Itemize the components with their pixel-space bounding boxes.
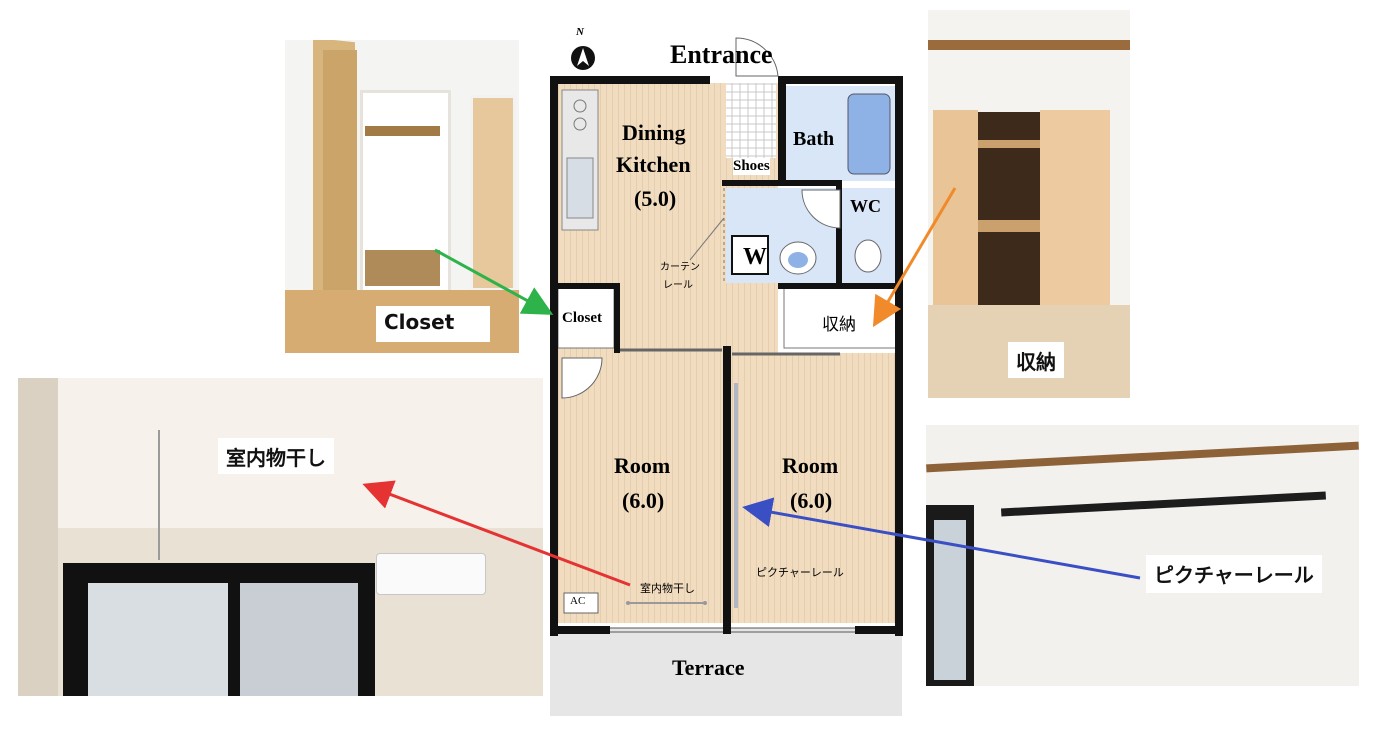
closet-callout: Closet — [376, 306, 490, 342]
closet-label: Closet — [562, 310, 602, 326]
drying-photo-left-wall — [18, 378, 58, 696]
entry-tiles — [726, 83, 776, 158]
curtain-rail-label-2: レール — [663, 280, 693, 291]
room-left-size: (6.0) — [622, 488, 665, 513]
shoes-label: Shoes — [733, 158, 770, 175]
stove-burner-1 — [573, 99, 587, 113]
drying-photo-glass-left — [88, 583, 228, 696]
bath-label: Bath — [793, 128, 835, 150]
drying-callout: 室内物干し — [218, 438, 334, 474]
drying-photo — [18, 378, 543, 696]
drying-rack-plan-label: 室内物干し — [640, 582, 695, 595]
drying-rack-end-2 — [703, 601, 707, 605]
closet-photo — [285, 40, 519, 353]
storage-photo-door-left — [933, 110, 978, 305]
stove-burner-2 — [573, 117, 587, 131]
closet-photo-closet-floor — [365, 250, 440, 286]
room-right-name: Room — [782, 453, 839, 478]
room-left-area — [558, 353, 723, 623]
ac-box — [563, 592, 599, 614]
dining-kitchen-name1: Dining — [622, 120, 686, 145]
drying-arrow — [362, 480, 631, 587]
kitchen-sink — [566, 157, 594, 219]
room-door-swing — [561, 357, 603, 399]
storage-photo-shelf-top — [978, 140, 1040, 148]
storage-photo-door-right — [1040, 110, 1110, 305]
bathtub — [847, 93, 891, 175]
closet-photo-door-face — [323, 50, 357, 320]
ac-label: AC — [570, 595, 586, 607]
drying-photo-aircon — [376, 553, 486, 595]
floor-plan — [550, 37, 903, 716]
wc-label: WC — [850, 196, 881, 216]
entrance-label: Entrance — [670, 40, 773, 69]
wash-door-swing — [801, 189, 841, 229]
toilet — [854, 239, 882, 273]
room-left-name: Room — [614, 453, 671, 478]
closet-photo-side-door — [470, 95, 516, 291]
room-right-area — [730, 353, 895, 623]
picture-rail-callout: ピクチャーレール — [1146, 555, 1322, 593]
storage-photo-molding — [928, 40, 1130, 50]
picture-rail-plan-label: ピクチャーレール — [756, 566, 844, 579]
room-right-size: (6.0) — [790, 488, 833, 513]
closet-arrow — [434, 248, 554, 315]
dining-kitchen-name2: Kitchen — [616, 152, 691, 177]
washer-label: W — [743, 244, 767, 270]
dining-kitchen-size: (5.0) — [634, 186, 677, 211]
picture-rail-arrow — [742, 497, 1141, 580]
entrance-door-swing — [735, 37, 779, 77]
drying-rack-end-1 — [626, 601, 630, 605]
storage-photo — [928, 10, 1130, 398]
curtain-rail-label-1: カーテン — [660, 262, 700, 273]
walls — [550, 76, 903, 636]
closet-area — [557, 287, 615, 349]
storage-label: 収納 — [822, 315, 856, 335]
north-mark-arrow — [577, 48, 589, 66]
terrace-label: Terrace — [672, 655, 745, 680]
north-label: N — [576, 26, 584, 38]
terrace-area — [550, 628, 902, 716]
closet-photo-shelf — [365, 126, 440, 136]
storage-arrow — [872, 187, 957, 328]
washbasin-bowl — [788, 252, 808, 268]
washer-box — [731, 235, 769, 275]
storage-photo-shelf-mid — [978, 220, 1040, 232]
drying-photo-glass-right — [240, 583, 358, 696]
drying-photo-rod — [158, 430, 160, 560]
storage-callout: 収納 — [1008, 342, 1064, 378]
curtain-rail-leader — [689, 217, 725, 261]
